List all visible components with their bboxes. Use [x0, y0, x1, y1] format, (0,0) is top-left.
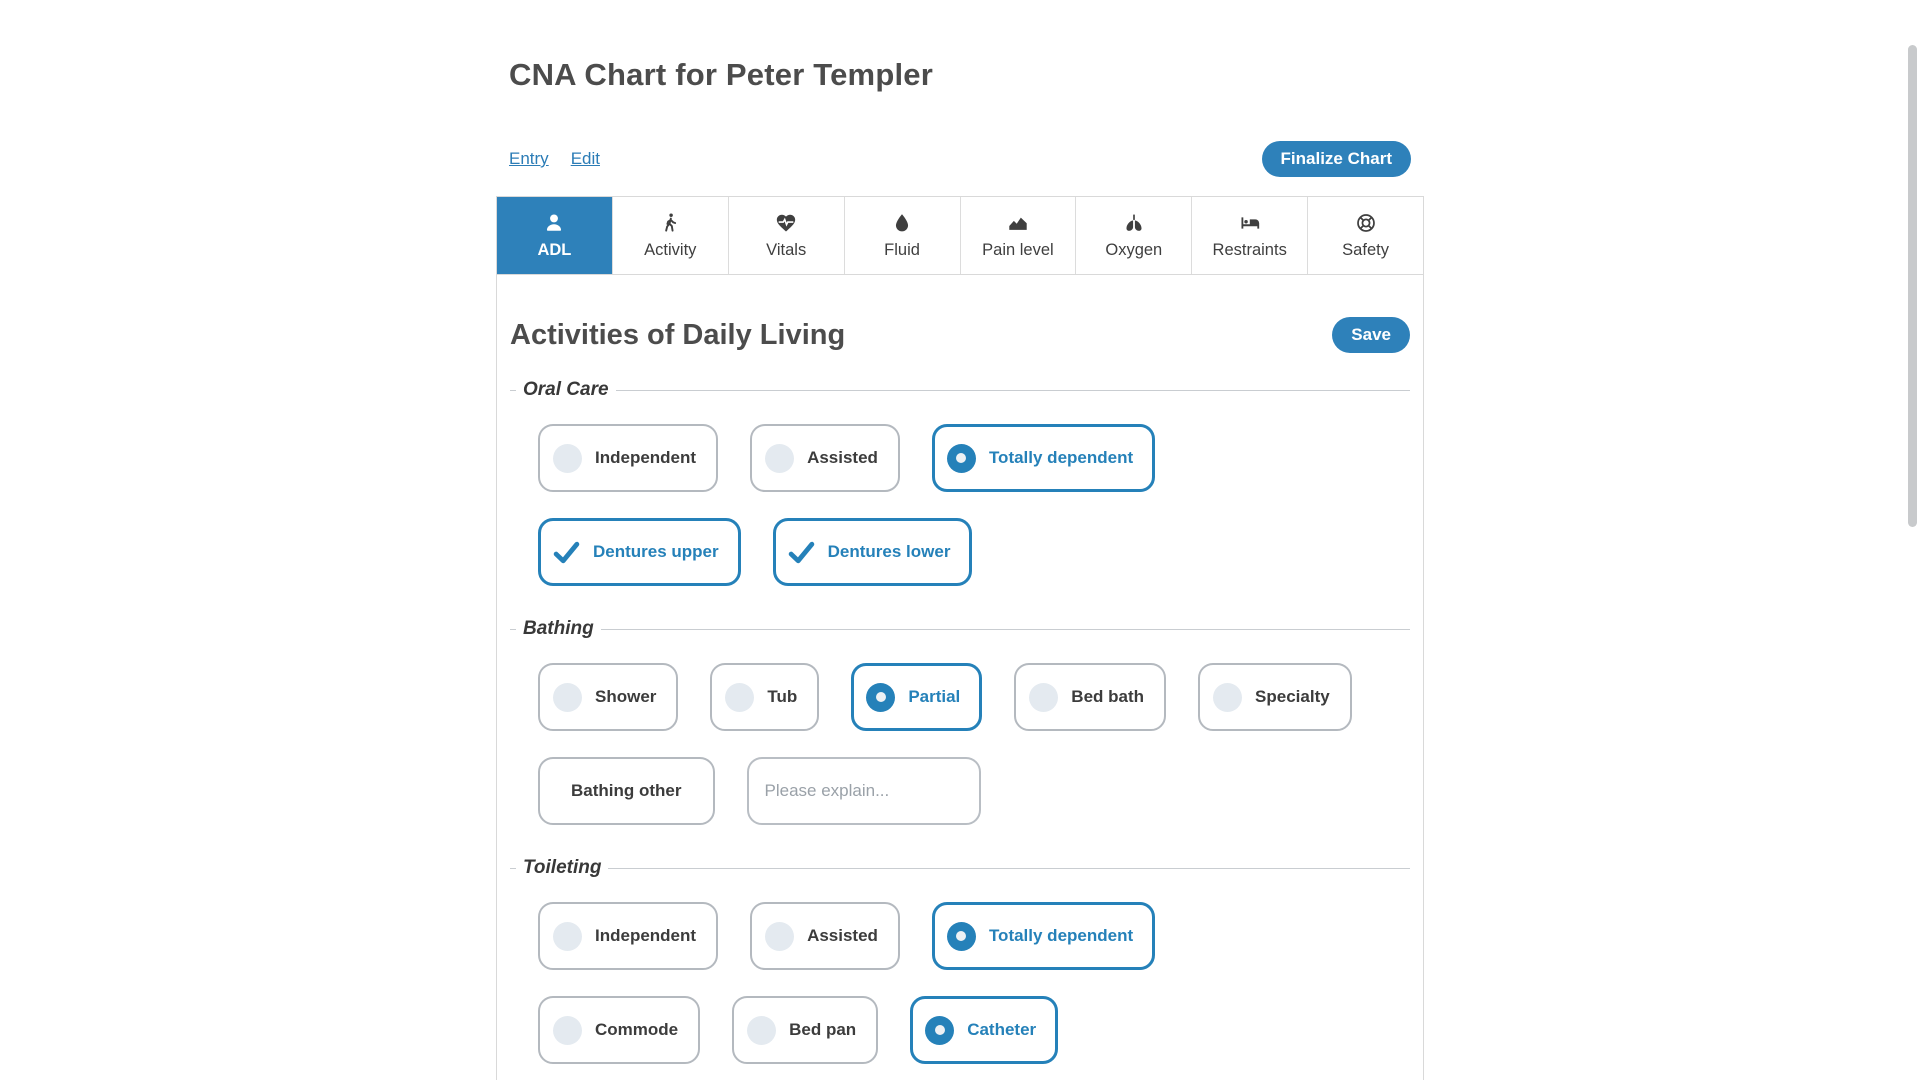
option-row: Bathing other: [538, 757, 1410, 825]
radio-indicator: [765, 921, 795, 951]
option-label: Bed pan: [789, 1020, 857, 1039]
radio-indicator: [946, 921, 976, 951]
option-label: Assisted: [807, 926, 878, 945]
radio-indicator: [1029, 682, 1059, 712]
option-row: Shower Tub Partial Bed bath Specialty: [538, 663, 1410, 731]
option-totally-dependent[interactable]: Totally dependent: [931, 902, 1156, 970]
option-commode[interactable]: Commode: [538, 996, 701, 1064]
explain-input[interactable]: [746, 757, 981, 825]
option-bed-bath[interactable]: Bed bath: [1014, 663, 1167, 731]
option-row: Commode Bed pan Catheter: [538, 996, 1410, 1064]
page-title: CNA Chart for Peter Templer: [509, 57, 933, 92]
checkmark-icon: [788, 539, 815, 566]
radio-indicator: [747, 1015, 777, 1045]
tab-fluid[interactable]: Fluid: [843, 197, 960, 274]
tab-pain-level[interactable]: Pain level: [959, 197, 1076, 274]
option-label: Bed bath: [1071, 687, 1145, 706]
page-header: CNA Chart for Peter Templer Entry Edit F…: [496, 0, 1424, 177]
tab-label: ADL: [537, 240, 572, 259]
option-label: Specialty: [1255, 687, 1330, 706]
option-row: Independent Assisted Totally dependent: [538, 902, 1410, 970]
radio-indicator: [553, 1015, 582, 1045]
option-totally-dependent[interactable]: Totally dependent: [931, 424, 1156, 492]
tab-label: Activity: [644, 240, 697, 259]
save-button[interactable]: Save: [1332, 317, 1410, 353]
radio-indicator: [553, 921, 582, 951]
tab-label: Vitals: [766, 240, 807, 259]
option-label: Catheter: [967, 1020, 1037, 1039]
option-shower[interactable]: Shower: [538, 663, 679, 731]
tab-adl[interactable]: ADL: [497, 197, 612, 274]
option-label: Totally dependent: [988, 926, 1134, 945]
walking-icon: [659, 212, 681, 234]
option-label: Independent: [595, 926, 697, 945]
option-independent[interactable]: Independent: [538, 424, 719, 492]
section-legend: Bathing: [516, 617, 601, 640]
radio-indicator: [765, 443, 795, 473]
option-independent[interactable]: Independent: [538, 902, 719, 970]
tab-vitals[interactable]: Vitals: [727, 197, 844, 274]
radio-indicator: [1213, 682, 1243, 712]
checkbox-dentures-lower[interactable]: Dentures lower: [772, 518, 973, 586]
option-label: Tub: [767, 687, 798, 706]
section-legend: Toileting: [516, 856, 609, 879]
bed-icon: [1239, 212, 1261, 234]
tab-activity[interactable]: Activity: [611, 197, 728, 274]
checkmark-icon: [553, 539, 580, 566]
radio-indicator: [553, 443, 582, 473]
tab-label: Oxygen: [1105, 240, 1163, 259]
option-row: Independent Assisted Totally dependent: [538, 424, 1410, 492]
radio-indicator: [725, 682, 755, 712]
chart-card: ADL Activity Vitals Fluid Pain level Oxygen Re…: [496, 196, 1424, 1080]
option-label: Commode: [595, 1020, 679, 1039]
tab-bar: ADL Activity Vitals Fluid Pain level Oxygen Re…: [497, 197, 1423, 275]
scrollbar-thumb[interactable]: [1908, 45, 1917, 527]
option-label: Independent: [595, 448, 697, 467]
person-icon: [543, 212, 565, 234]
finalize-chart-button[interactable]: Finalize Chart: [1261, 141, 1411, 177]
tab-label: Fluid: [884, 240, 920, 259]
tab-oxygen[interactable]: Oxygen: [1075, 197, 1191, 274]
droplet-icon: [891, 212, 913, 234]
option-label: Dentures upper: [593, 542, 719, 561]
radio-indicator: [925, 1015, 955, 1045]
option-assisted[interactable]: Assisted: [750, 424, 900, 492]
tab-label: Restraints: [1212, 240, 1287, 259]
lungs-icon: [1123, 212, 1145, 234]
checkbox-bathing-other[interactable]: Bathing other: [538, 757, 715, 825]
radio-indicator: [866, 682, 896, 712]
edit-link[interactable]: Edit: [570, 149, 600, 168]
option-specialty[interactable]: Specialty: [1198, 663, 1352, 731]
option-row: Dentures upper Dentures lower: [538, 518, 1410, 586]
chart-area-icon: [1007, 212, 1029, 234]
option-label: Partial: [908, 687, 961, 706]
heartbeat-icon: [775, 212, 797, 234]
option-assisted[interactable]: Assisted: [750, 902, 900, 970]
section-heading: Activities of Daily Living: [510, 318, 846, 351]
option-label: Dentures lower: [827, 542, 951, 561]
option-bed-pan[interactable]: Bed pan: [732, 996, 879, 1064]
radio-indicator: [553, 682, 582, 712]
section-legend: Oral Care: [516, 378, 616, 401]
option-partial[interactable]: Partial: [851, 663, 983, 731]
tab-safety[interactable]: Safety: [1307, 197, 1423, 274]
option-tub[interactable]: Tub: [710, 663, 820, 731]
option-label: Totally dependent: [988, 448, 1134, 467]
tab-restraints[interactable]: Restraints: [1191, 197, 1307, 274]
option-catheter[interactable]: Catheter: [910, 996, 1059, 1064]
option-label: Shower: [595, 687, 657, 706]
tab-label: Pain level: [982, 240, 1054, 259]
checkbox-dentures-upper[interactable]: Dentures upper: [538, 518, 741, 586]
option-label: Assisted: [807, 448, 878, 467]
life-ring-icon: [1355, 212, 1377, 234]
option-label: Bathing other: [571, 781, 682, 800]
tab-label: Safety: [1342, 240, 1389, 259]
entry-link[interactable]: Entry: [509, 149, 549, 168]
nav-links: Entry Edit: [509, 149, 600, 169]
radio-indicator: [946, 443, 976, 473]
